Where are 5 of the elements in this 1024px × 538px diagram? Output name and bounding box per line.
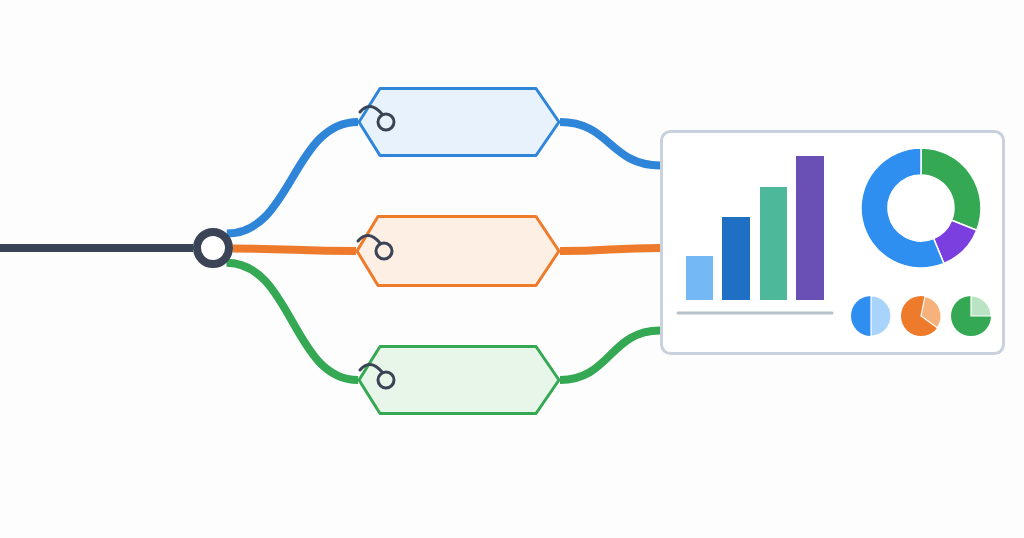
- connector-line: [226, 118, 359, 238]
- connector-line: [559, 118, 661, 170]
- connector-line: [559, 243, 661, 255]
- connector-line: [225, 258, 359, 384]
- connector-line: [559, 326, 661, 384]
